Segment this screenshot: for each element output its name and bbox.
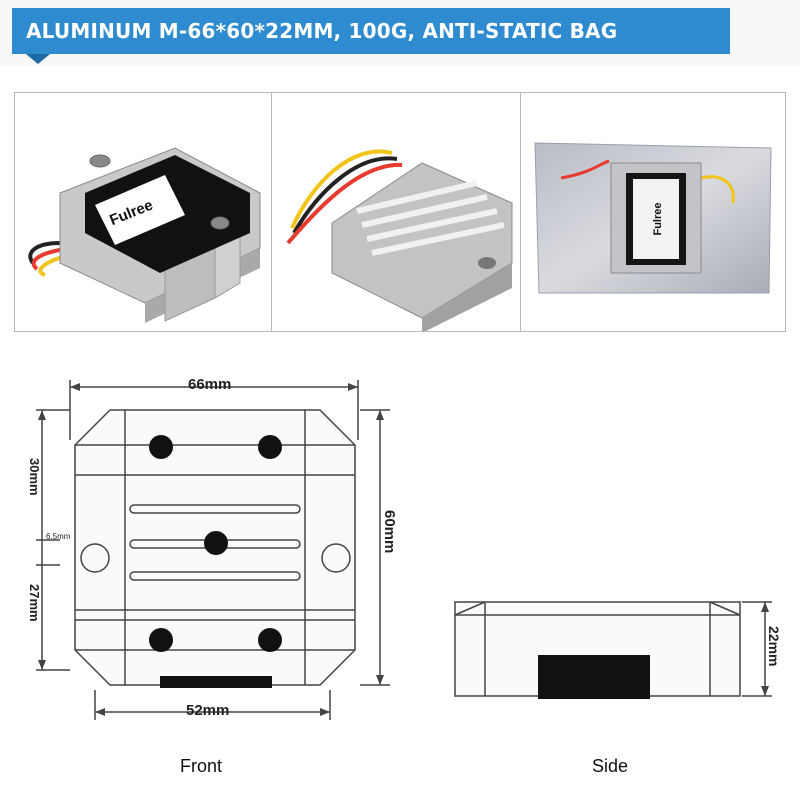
caption-side: Side	[592, 756, 629, 776]
caption-front: Front	[180, 756, 223, 776]
dim-width-bottom: 52mm	[186, 702, 230, 719]
technical-drawing: 66mm 52mm 60mm 30mm 27mm 6.5mm 22mm Fron…	[0, 340, 800, 800]
dim-side-height: 22mm	[766, 626, 782, 667]
dim-height-total: 60mm	[381, 510, 398, 554]
banner-bar	[12, 8, 730, 54]
banner: ALUMINUM M-66*60*22MM, 100G, ANTI-STATIC…	[0, 0, 800, 66]
brand-label-3: Fulree	[652, 202, 664, 235]
photo-module-fins	[272, 93, 521, 331]
dim-width-top: 66mm	[188, 376, 232, 393]
dim-upper-offset: 30mm	[27, 458, 42, 496]
banner-title: ALUMINUM M-66*60*22MM, 100G, ANTI-STATIC…	[26, 19, 618, 43]
dim-lower-offset: 27mm	[27, 584, 42, 622]
photo-strip: Fulree	[14, 92, 786, 332]
banner-tail	[26, 54, 50, 64]
dim-hole-diameter: 6.5mm	[46, 532, 71, 541]
photo-antistatic-bag: Fulree	[521, 93, 785, 331]
photo-module-angle: Fulree	[15, 93, 272, 331]
